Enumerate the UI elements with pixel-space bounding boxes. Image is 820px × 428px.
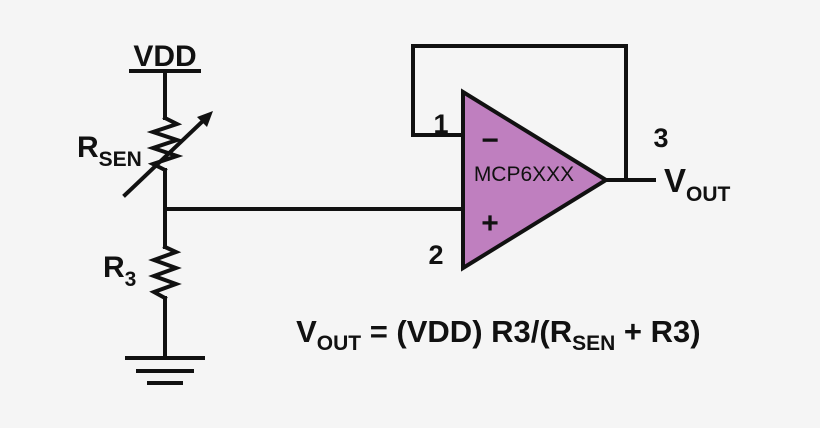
pin-3-label: 3 <box>653 123 668 153</box>
equation-text: VOUT = (VDD) R3/(RSEN + R3) <box>253 314 726 355</box>
rsen-label-main: R <box>77 131 99 164</box>
equation-tail: + R3) <box>615 314 700 349</box>
r3-resistor-zigzag <box>148 244 182 301</box>
vout-label-sub: OUT <box>686 183 731 206</box>
r3-label-main: R <box>103 251 125 284</box>
opamp-part-label: MCP6XXX <box>474 163 574 186</box>
feedback-wire <box>411 44 628 182</box>
vout-label-main: V <box>664 162 686 199</box>
vout-label: VOUT <box>664 162 731 206</box>
variable-arrow-shaft <box>122 116 208 198</box>
rsen-label-sub: SEN <box>99 148 142 171</box>
opamp-noninverting-symbol: + <box>481 207 499 240</box>
equation-middle: = (VDD) R3/(R <box>361 314 572 349</box>
opamp-inverting-symbol: − <box>481 124 499 157</box>
pin-2-label: 2 <box>428 240 443 270</box>
r3-label: R3 <box>103 251 136 291</box>
equation-lhs-sub: OUT <box>317 332 362 355</box>
opamp-triangle <box>461 88 610 272</box>
pin-1-label: 1 <box>433 109 448 139</box>
rsen-resistor-zigzag <box>146 115 184 173</box>
equation-lhs-main: V <box>296 314 317 349</box>
ground-symbol <box>125 356 205 385</box>
r3-label-sub: 3 <box>125 268 137 291</box>
variable-arrow-head <box>197 111 213 127</box>
vdd-label: VDD <box>133 40 196 73</box>
rsen-label: RSEN <box>77 131 142 171</box>
equation-rsen-sub: SEN <box>572 332 615 355</box>
